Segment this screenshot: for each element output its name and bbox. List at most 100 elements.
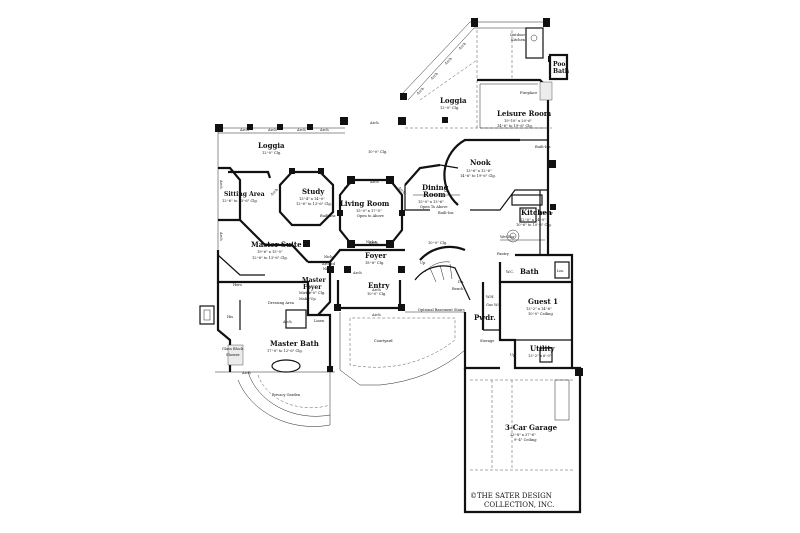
room-dim-kitchen-1: 12'-0" x 14'-0" <box>520 218 546 222</box>
label-built-ins-3: Built-Ins <box>320 214 336 218</box>
label-built-ins: Built-Ins <box>535 145 551 149</box>
closet-left <box>199 305 215 325</box>
arch-label: Arch <box>239 128 249 132</box>
arch-label: Arch <box>267 128 277 132</box>
room-name-bath: Bath <box>520 267 539 276</box>
copyright-line-2: COLLECTION, INC. <box>484 501 554 509</box>
room-dim-master-suite-2: 12'-6" to 13'-6" Clg. <box>252 256 288 260</box>
arch-label: Arch <box>369 121 379 125</box>
column <box>400 93 407 100</box>
column <box>398 117 406 125</box>
room-name-garage: 3-Car Garage <box>505 423 558 432</box>
room-name-entry: Entry <box>368 281 390 290</box>
label-clg-10: 10'-0" Clg. <box>428 241 447 245</box>
room-dim-dining-1: 15'-0" x 13'-6" <box>418 200 444 204</box>
column <box>543 18 550 27</box>
label-glass-block: Glass Block <box>222 347 244 351</box>
label-niche: Niche <box>324 255 335 259</box>
column <box>442 117 448 123</box>
label-dn: Dn. <box>458 280 464 284</box>
dining-room-walls <box>404 163 460 211</box>
copyright-line-1: ©THE SATER DESIGN <box>470 492 552 500</box>
courtyard-area <box>339 311 466 386</box>
label-privacy-garden: Privacy Garden <box>272 393 301 397</box>
room-dim-master-suite-1: 19'-6" x 15'-5" <box>257 250 283 254</box>
arch-label: Arch <box>369 180 379 184</box>
room-dim-kitchen-2: 10'-6" to 10'-8" Clg. <box>516 223 552 227</box>
room-name-dining-2: Room <box>423 190 446 199</box>
label-shower: Shower <box>226 353 240 357</box>
column <box>340 117 348 125</box>
label-arched-niche: Arched <box>321 262 336 266</box>
arch-label: Arch <box>368 241 378 245</box>
room-name-pool-bath-2: Bath <box>553 68 570 75</box>
room-name-loggia-main: Loggia <box>440 96 467 105</box>
guest-wing-walls <box>463 253 574 370</box>
nook-walls <box>443 138 548 211</box>
arch-label: Arch <box>296 128 306 132</box>
room-dim-utility: 13'-2" x 6'-0" <box>528 354 552 358</box>
room-dim-nook-1: 13'-6" x 12'-6" <box>466 169 492 173</box>
label-linen-2: Lin. <box>557 269 564 273</box>
room-name-pool-bath: Pool <box>553 61 568 68</box>
label-arched-niche-2: Niche <box>323 267 334 271</box>
room-dim-leisure-room-1: 19'-10" x 20'-6" <box>504 119 532 123</box>
label-basement-stairs: Optional Basement Stairs <box>418 308 465 312</box>
room-dim-master-foyer: 12'-0" Clg. <box>306 291 325 295</box>
arch-label: Arch <box>352 271 362 275</box>
label-outdoor-kitchen: Outdoor <box>510 33 525 37</box>
room-name-foyer: Foyer <box>365 251 387 260</box>
outdoor-kitchen <box>525 27 569 81</box>
arch-label: Arch <box>319 128 329 132</box>
label-mirror: Mirror <box>299 291 311 295</box>
leisure-room-walls <box>477 78 556 180</box>
room-name-master-suite: Master Suite <box>251 240 302 249</box>
arch-label: Arch <box>241 371 251 375</box>
label-wc: W.C. <box>506 270 514 274</box>
room-dim-nook-2: 14'-6" to 19'-6" Clg. <box>460 174 496 178</box>
master-bath-walls <box>215 280 335 427</box>
arch-label: Arch <box>219 179 223 189</box>
arch-label: Arch <box>415 86 425 96</box>
label-storage: Storage <box>480 339 494 343</box>
label-make-up: Make-Up <box>299 297 316 301</box>
room-dim-living-2: Open to Above <box>357 214 384 218</box>
room-dim-entry: 10'-0" Clg. <box>367 292 386 296</box>
label-bench: Bench <box>452 287 464 291</box>
room-name-courtyard: Courtyard <box>374 339 393 343</box>
room-dim-living-1: 15'-0" x 17'-5" <box>356 209 382 213</box>
room-name-master-foyer: Master <box>302 277 326 284</box>
label-fireplace: Fireplace <box>520 91 537 95</box>
room-name-dining: Dining <box>422 183 449 192</box>
room-name-study: Study <box>302 187 325 196</box>
room-name-sitting-area: Sitting Area <box>224 191 265 198</box>
arch-label: Arch <box>219 231 223 241</box>
arch-label: Arch <box>397 185 407 195</box>
label-dressing-area: Dressing Area <box>268 301 295 305</box>
label-built-ins-2: Built-Ins <box>438 211 454 215</box>
room-name-pwdr: Pwdr. <box>474 313 496 322</box>
arch-label: Arch <box>371 313 381 317</box>
label-pantry: Pantry <box>497 252 510 256</box>
room-name-loggia-left: Loggia <box>258 141 285 150</box>
room-dim-leisure-room-2: 14'-6" to 19'-6" Clg. <box>497 124 533 128</box>
room-name-nook: Nook <box>470 158 491 167</box>
room-name-leisure-room: Leisure Room <box>497 109 552 118</box>
label-outdoor-kitchen-2: Kitchen <box>511 38 526 42</box>
room-name-guest1: Guest 1 <box>528 297 558 306</box>
label-niche-2: Niche <box>366 240 377 244</box>
room-name-master-bath: Master Bath <box>270 339 319 348</box>
column <box>471 18 478 27</box>
arch-label: Arch <box>342 181 352 191</box>
room-dim-master-bath: 17'-0" to 12'-6" Clg. <box>267 349 303 353</box>
label-his: His <box>227 315 233 319</box>
room-dim-garage-2: 9'-4" Ceiling <box>514 438 537 442</box>
label-linen: Linen <box>314 319 325 323</box>
room-dim-study-1: 13'-4" x 14'-0" <box>299 197 325 201</box>
label-wet-bar: Wet Bar <box>500 235 515 239</box>
arch-label: Arch <box>282 320 292 324</box>
room-dim-sitting-area: 12'-6" to 13'-6" Clg. <box>222 199 258 203</box>
room-dim-study-2: 12'-6" to 13'-6" Clg. <box>296 202 332 206</box>
label-pantry-2: Pantry <box>541 211 554 215</box>
